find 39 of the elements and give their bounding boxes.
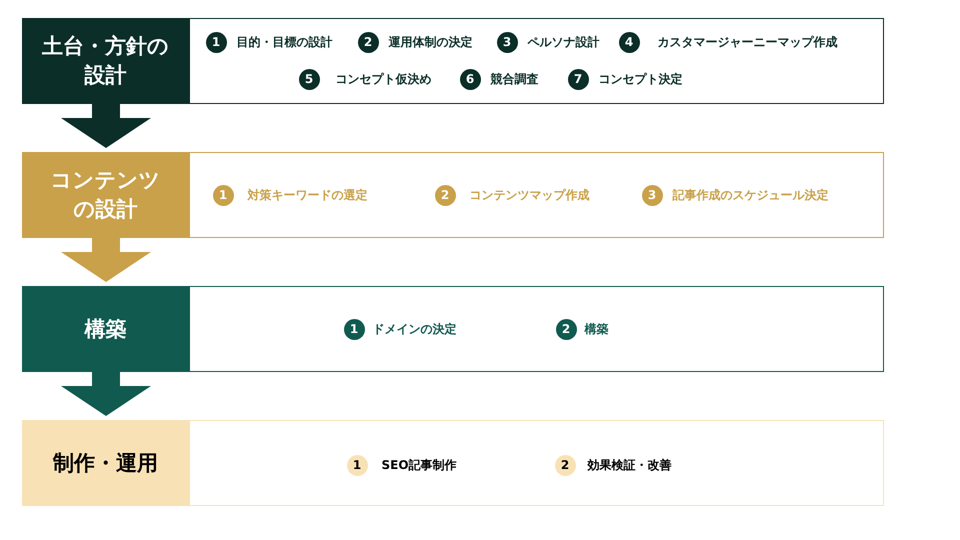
item-label: SEO記事制作 [382, 456, 457, 474]
down-arrow [61, 238, 151, 282]
item-label: 構築 [584, 320, 608, 338]
number-badge: 2 [358, 32, 378, 52]
number-badge: 3 [496, 32, 518, 52]
stage-box: コンテンツの設計 [22, 152, 189, 238]
item-label: コンテンツマップ作成 [470, 186, 590, 204]
number-badge: 7 [568, 68, 588, 90]
number-badge: 1 [206, 32, 226, 52]
step-panel [189, 152, 884, 238]
step-panel [189, 18, 884, 104]
number-badge: 2 [556, 318, 576, 340]
item-label: コンセプト決定 [598, 70, 682, 88]
item-label: 運用体制の決定 [388, 34, 472, 50]
number-badge: 2 [434, 184, 456, 206]
item-label: 対策キーワードの選定 [248, 186, 368, 204]
down-arrow [61, 104, 151, 148]
number-badge: 1 [344, 318, 364, 340]
number-badge: 3 [642, 184, 662, 206]
number-badge: 6 [460, 68, 480, 90]
item-label: ドメインの決定 [372, 320, 456, 338]
step-panel [189, 286, 884, 372]
down-arrow [61, 372, 151, 416]
item-label: 記事作成のスケジュール決定 [672, 186, 828, 204]
number-badge: 4 [618, 32, 640, 52]
item-label: カスタマージャーニーマップ作成 [658, 34, 838, 50]
item-label: 効果検証・改善 [588, 456, 672, 474]
stage-box: 構築 [22, 286, 189, 372]
stage-box: 土台・方針の設計 [22, 18, 189, 104]
number-badge: 2 [554, 454, 576, 476]
item-label: 競合調査 [490, 70, 538, 88]
number-badge: 1 [212, 184, 234, 206]
item-label: ペルソナ設計 [528, 34, 600, 50]
item-label: 目的・目標の設計 [236, 34, 332, 50]
number-badge: 1 [346, 454, 368, 476]
number-badge: 5 [298, 68, 320, 90]
item-label: コンセプト仮決め [336, 70, 432, 88]
stage-box: 制作・運用 [22, 420, 189, 506]
step-panel [189, 420, 884, 506]
